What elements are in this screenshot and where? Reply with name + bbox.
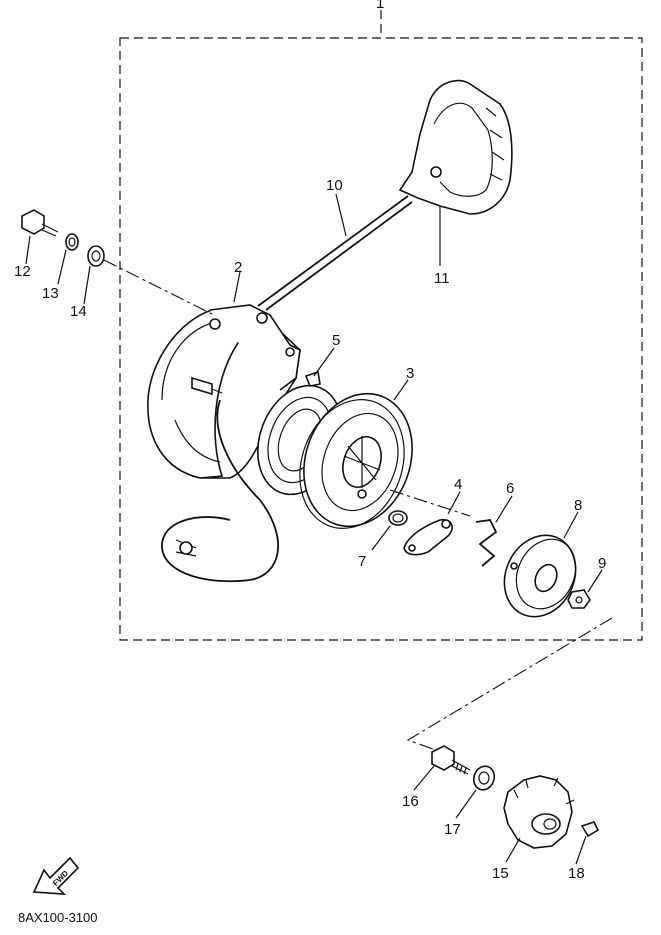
leader-13 [57,249,67,285]
leader-18 [575,835,587,865]
center-nut [567,589,591,609]
pulley-bolt [431,745,471,775]
pulley-washer [472,765,496,791]
leader-lower-group [406,617,613,757]
starter-rope [257,195,413,311]
leader-9 [587,569,603,593]
leader-4 [447,491,461,515]
drive-pulley [503,775,575,849]
part-label-11: 11 [434,270,450,287]
leader-15 [505,837,521,863]
part-label-8: 8 [574,497,582,514]
woodruff-key [580,821,600,838]
leader-2 [233,271,241,303]
leader-12 [25,235,31,265]
part-label-18: 18 [568,865,585,882]
lock-washer [65,233,79,251]
part-label-5: 5 [332,332,340,349]
leader-6 [495,495,513,523]
part-label-17: 17 [444,821,461,838]
leader-5 [313,347,335,377]
starter-handle [398,79,513,215]
part-label-16: 16 [402,793,419,810]
part-label-15: 15 [492,865,509,882]
fwd-arrow-icon [32,856,80,895]
leader-8 [563,511,579,539]
assembly-boundary [119,10,643,641]
leader-3 [393,379,409,401]
leader-3-axis [389,489,471,517]
diagram-code: 8AX100-3100 [18,910,98,925]
part-label-1: 1 [376,0,384,12]
part-label-10: 10 [326,177,343,194]
part-label-12: 12 [14,263,31,280]
leader-7 [371,525,391,551]
part-label-7: 7 [358,553,366,570]
case-bolt [21,209,59,237]
drive-spring [388,510,408,526]
leader-16 [413,765,435,791]
part-label-13: 13 [42,285,59,302]
sheave-drum [299,392,413,529]
plain-washer [87,245,105,267]
leader-12-case [103,259,217,317]
drive-plate [503,534,577,618]
part-label-6: 6 [506,480,514,497]
pawl-clip [475,519,498,567]
leader-14 [83,265,91,305]
part-label-3: 3 [406,365,414,382]
part-label-2: 2 [234,259,242,276]
leader-17 [455,789,477,819]
part-label-14: 14 [70,303,87,320]
drive-pawl [403,518,453,556]
part-label-4: 4 [454,476,462,493]
leader-10 [335,193,347,237]
part-label-9: 9 [598,555,606,572]
